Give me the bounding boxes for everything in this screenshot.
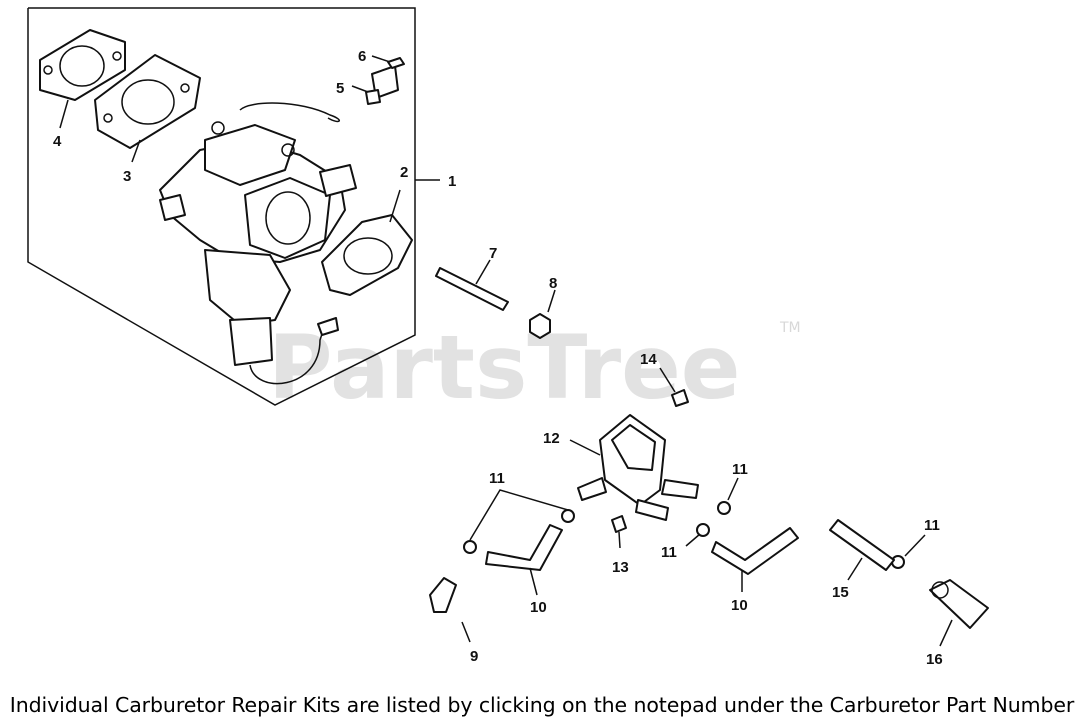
part-16-fuel-filter[interactable]	[929, 579, 989, 647]
carburetor-assembly-box	[27, 7, 440, 406]
callout-15[interactable]: 15	[832, 584, 849, 601]
part-15-tube[interactable]	[829, 519, 895, 581]
callout-12[interactable]: 12	[543, 430, 560, 447]
part-13-screw[interactable]	[611, 515, 627, 549]
part-2-gasket[interactable]	[321, 189, 413, 296]
callout-5[interactable]: 5	[336, 80, 344, 97]
callout-16[interactable]: 16	[926, 651, 943, 668]
part-11-clamps[interactable]	[463, 477, 926, 569]
part-5-bracket[interactable]	[351, 65, 399, 105]
callout-14[interactable]: 14	[640, 351, 657, 368]
callout-11-a[interactable]: 11	[489, 470, 505, 487]
callout-10-left[interactable]: 10	[530, 599, 547, 616]
part-6-screw[interactable]	[371, 55, 405, 69]
part-8-nut[interactable]	[529, 289, 556, 339]
footer-note: Individual Carburetor Repair Kits are li…	[9, 693, 1075, 717]
part-9-clip[interactable]	[429, 577, 471, 643]
part-10-hose-left[interactable]	[485, 524, 563, 596]
callout-13[interactable]: 13	[612, 559, 629, 576]
callout-11-d[interactable]: 11	[924, 517, 940, 534]
part-12-fuel-pump[interactable]	[569, 414, 699, 521]
callout-10-right[interactable]: 10	[731, 597, 748, 614]
callout-8[interactable]: 8	[549, 275, 557, 292]
watermark-text: PartsTree	[268, 316, 740, 419]
part-7-stud[interactable]	[435, 259, 509, 311]
callout-3[interactable]: 3	[123, 168, 131, 185]
callout-7[interactable]: 7	[489, 245, 497, 262]
part-1-carburetor[interactable]	[159, 102, 357, 385]
callout-2[interactable]: 2	[400, 164, 408, 181]
part-10-hose-right[interactable]	[711, 527, 799, 592]
part-4-gasket[interactable]	[39, 29, 126, 129]
callout-9[interactable]: 9	[470, 648, 478, 665]
callout-1[interactable]: 1	[448, 173, 456, 190]
callout-11-c[interactable]: 11	[661, 544, 677, 561]
callout-4[interactable]: 4	[53, 133, 62, 150]
part-3-gasket[interactable]	[94, 54, 201, 163]
callout-11-b[interactable]: 11	[732, 461, 748, 478]
callout-6[interactable]: 6	[358, 48, 366, 65]
parts-diagram: PartsTree TM	[27, 7, 989, 668]
watermark-trademark: TM	[779, 320, 801, 336]
part-14-clip[interactable]	[659, 367, 689, 407]
